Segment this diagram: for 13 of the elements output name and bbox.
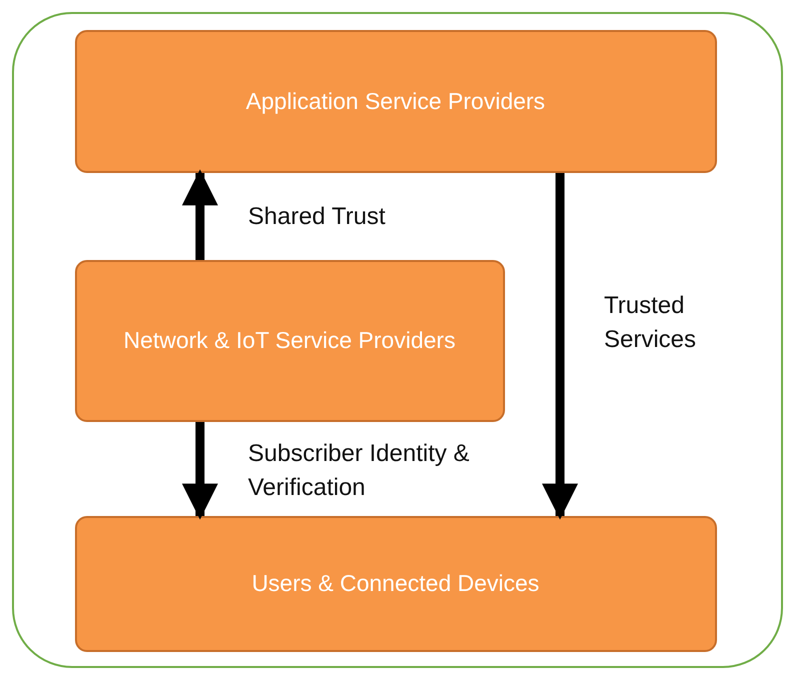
box-label: Users & Connected Devices xyxy=(252,570,540,597)
process-box xyxy=(74,30,716,172)
container-frame xyxy=(12,12,783,668)
box-label: Network & IoT Service Providers xyxy=(124,327,456,354)
edge-label: Shared Trust xyxy=(248,202,386,232)
arrow xyxy=(542,173,578,520)
edge-label: Subscriber Identity & Verification xyxy=(248,439,470,503)
arrow xyxy=(182,422,218,520)
edge-label: Trusted Services xyxy=(604,291,698,355)
process-box xyxy=(74,516,716,652)
box-label: Application Service Providers xyxy=(246,88,546,114)
process-box xyxy=(74,260,504,422)
arrow xyxy=(182,169,218,260)
